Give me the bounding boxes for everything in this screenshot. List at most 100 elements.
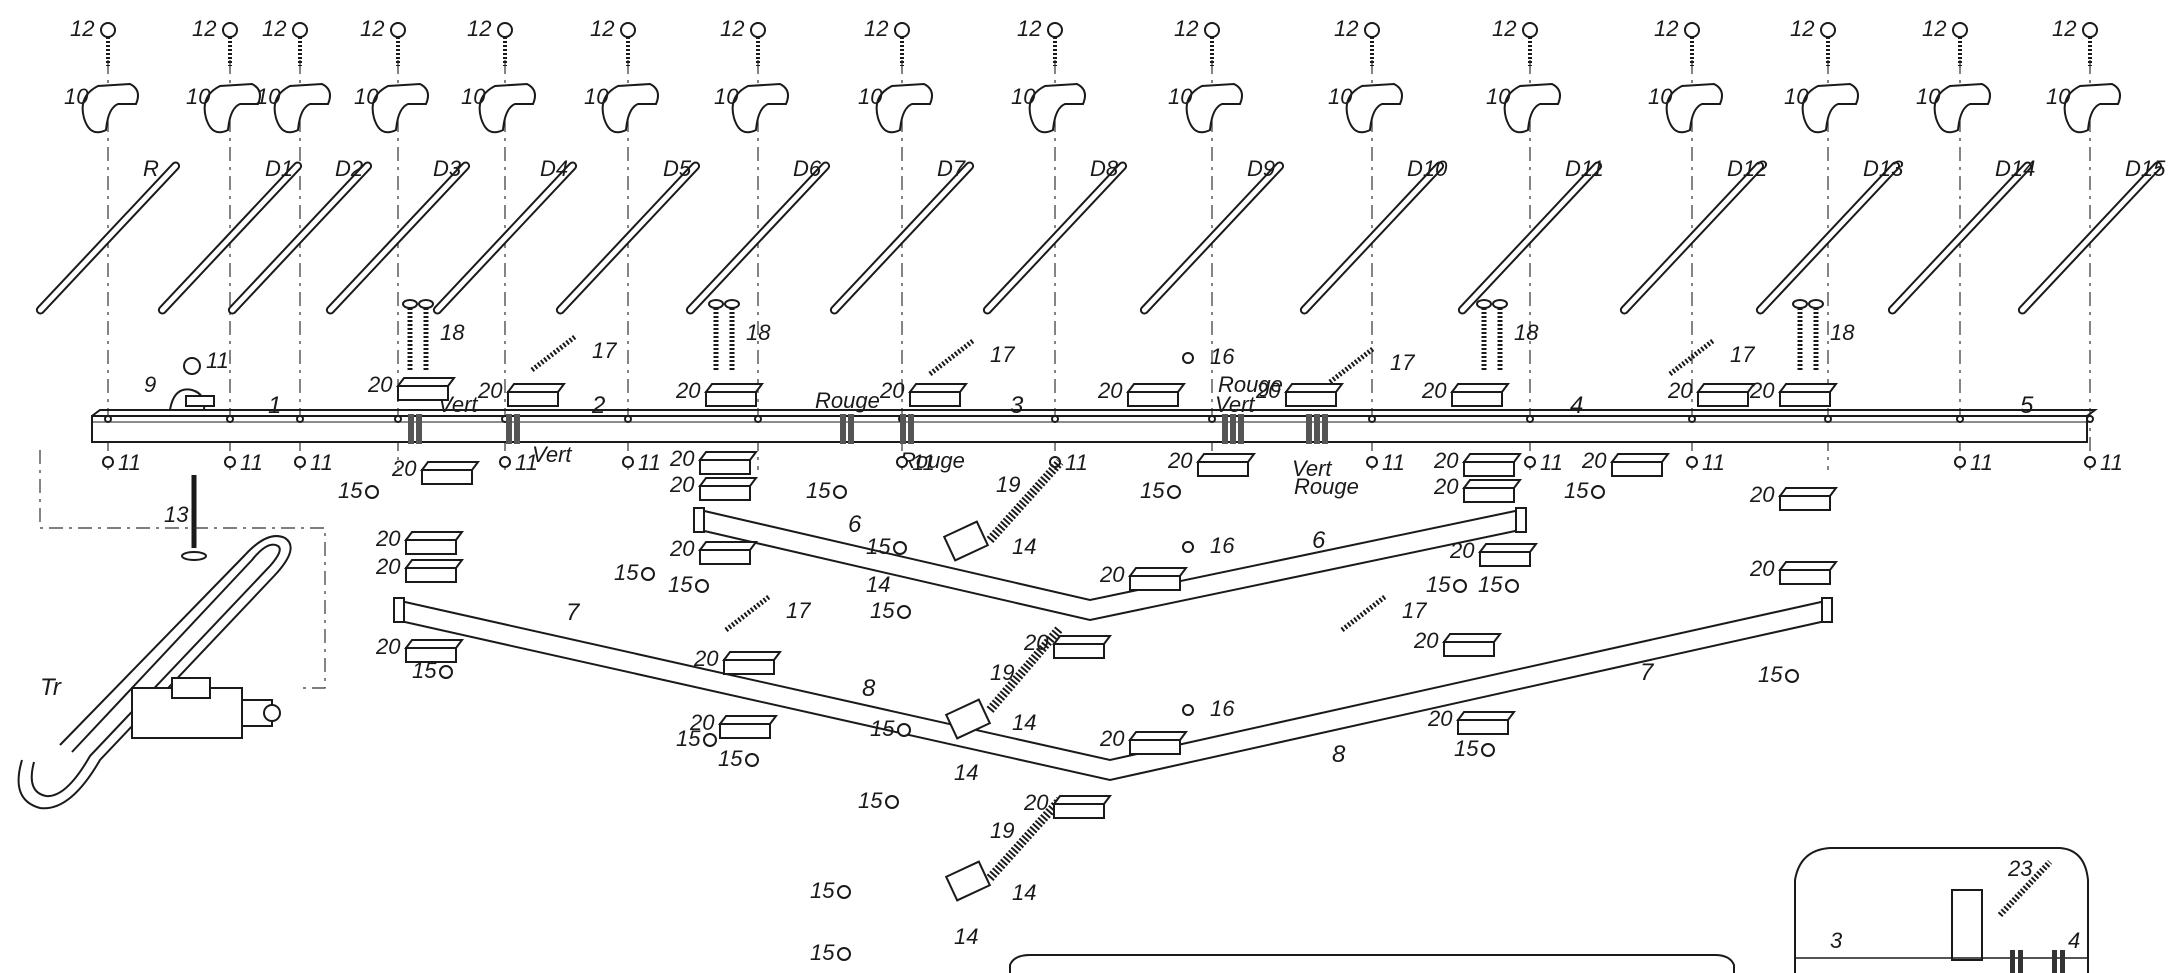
clamp-plate-body — [1463, 461, 1515, 477]
part-label-15: 15 — [1426, 572, 1451, 597]
clamp-plate-body — [507, 391, 559, 407]
bolt-mid — [1182, 352, 1194, 364]
clamp-plate-body — [699, 549, 751, 565]
part-label-10: 10 — [1916, 84, 1941, 109]
part-label-11: 11 — [1970, 450, 1993, 475]
screw-head — [292, 22, 308, 38]
element-rod — [1887, 161, 2033, 315]
nut — [1524, 456, 1536, 468]
screw-head — [2082, 22, 2098, 38]
clamp-plate-body — [1127, 391, 1179, 407]
clamp-plate — [718, 715, 778, 725]
part-label-12: 12 — [467, 16, 491, 41]
element-label: D10 — [1407, 156, 1448, 181]
bolt-mid — [1182, 541, 1194, 553]
element-rod — [157, 161, 303, 315]
screw-head — [1820, 22, 1836, 38]
part-label-15: 15 — [810, 940, 835, 965]
part-label-10: 10 — [1328, 84, 1353, 109]
screw-head — [1047, 22, 1063, 38]
clamp-plate — [698, 541, 758, 551]
part-label-20: 20 — [1097, 378, 1123, 403]
clamp-plate-body — [699, 459, 751, 475]
clip — [478, 82, 536, 134]
color-label-red: Rouge — [815, 388, 880, 413]
part-label-14: 14 — [1012, 880, 1036, 905]
part-label-15: 15 — [870, 716, 895, 741]
boom-hole — [1688, 415, 1696, 423]
nut — [1686, 456, 1698, 468]
clamp-plate — [1462, 453, 1522, 463]
part-label-9: 9 — [144, 372, 156, 397]
clamp-plate — [396, 377, 456, 387]
part-label-11: 11 — [118, 450, 141, 475]
part-label-20: 20 — [1099, 726, 1125, 751]
element-rod — [555, 161, 701, 315]
color-label-green: Vert — [1215, 392, 1255, 417]
clamp-plate — [1052, 795, 1112, 805]
clip — [1801, 82, 1859, 134]
short-bolt — [724, 594, 772, 632]
part-label-17: 17 — [1390, 350, 1415, 375]
part-label-10: 10 — [714, 84, 739, 109]
part-label-11: 11 — [206, 348, 229, 373]
part-label-20: 20 — [1667, 378, 1693, 403]
part-label-15: 15 — [866, 534, 891, 559]
transformer-balun — [17, 450, 326, 810]
clamp-plate-body — [1479, 551, 1531, 567]
boom-hole — [1956, 415, 1964, 423]
part-label-20: 20 — [1421, 378, 1447, 403]
part-label-12: 12 — [192, 16, 216, 41]
assembly-center-lines — [107, 60, 2091, 470]
nut-pair — [1505, 579, 1519, 593]
boom-hole — [1526, 415, 1534, 423]
element-rod — [2017, 161, 2163, 315]
part-label-20: 20 — [669, 446, 695, 471]
clamp-plate — [420, 461, 480, 471]
element-rod — [685, 161, 831, 315]
bolt-head — [708, 299, 724, 309]
part-label-15: 15 — [338, 478, 363, 503]
color-label-red: Rouge — [900, 448, 965, 473]
element-label: D13 — [1863, 156, 1904, 181]
phasing-line-7 — [393, 597, 1833, 782]
boom-hole — [296, 415, 304, 423]
part-label-16: 16 — [1210, 696, 1235, 721]
part-label-11: 11 — [1382, 450, 1405, 475]
mast-bolt — [181, 475, 207, 561]
clamp-plate — [1696, 383, 1756, 393]
part-label-18: 18 — [1514, 320, 1539, 345]
clip — [371, 82, 429, 134]
part-label-20: 20 — [1581, 448, 1607, 473]
element-rod — [227, 161, 373, 315]
clamp-plate-body — [1129, 575, 1181, 591]
part-label-19: 19 — [996, 472, 1020, 497]
part-label-13: 13 — [164, 502, 189, 527]
boom-hole — [1824, 415, 1832, 423]
screw-head — [1364, 22, 1380, 38]
part-label-11: 11 — [912, 450, 935, 475]
clamp-plate-body — [699, 485, 751, 501]
clamp-plate-body — [405, 567, 457, 583]
clamp-plate-body — [1779, 495, 1831, 511]
nut-pair — [893, 541, 907, 555]
small-clamp — [169, 357, 215, 411]
part-label-15: 15 — [810, 878, 835, 903]
clamp-plate — [404, 531, 464, 541]
clamp-plate-body — [1197, 461, 1249, 477]
boom-hole — [1208, 415, 1216, 423]
clamp-plate — [698, 451, 758, 461]
part-label-12: 12 — [1790, 16, 1814, 41]
clamp-plate-body — [1451, 391, 1503, 407]
transformer-label: Tr — [40, 674, 62, 701]
boom-section-label: 5 — [2020, 392, 2034, 419]
part-label-20: 20 — [1413, 628, 1439, 653]
clamp-plate-body — [1697, 391, 1749, 407]
part-label-12: 12 — [262, 16, 286, 41]
boom-hole — [104, 415, 112, 423]
part-label-10: 10 — [1648, 84, 1673, 109]
clamp-plate — [506, 383, 566, 393]
bolt-head — [418, 299, 434, 309]
spring-assembly-3 — [944, 796, 1064, 902]
